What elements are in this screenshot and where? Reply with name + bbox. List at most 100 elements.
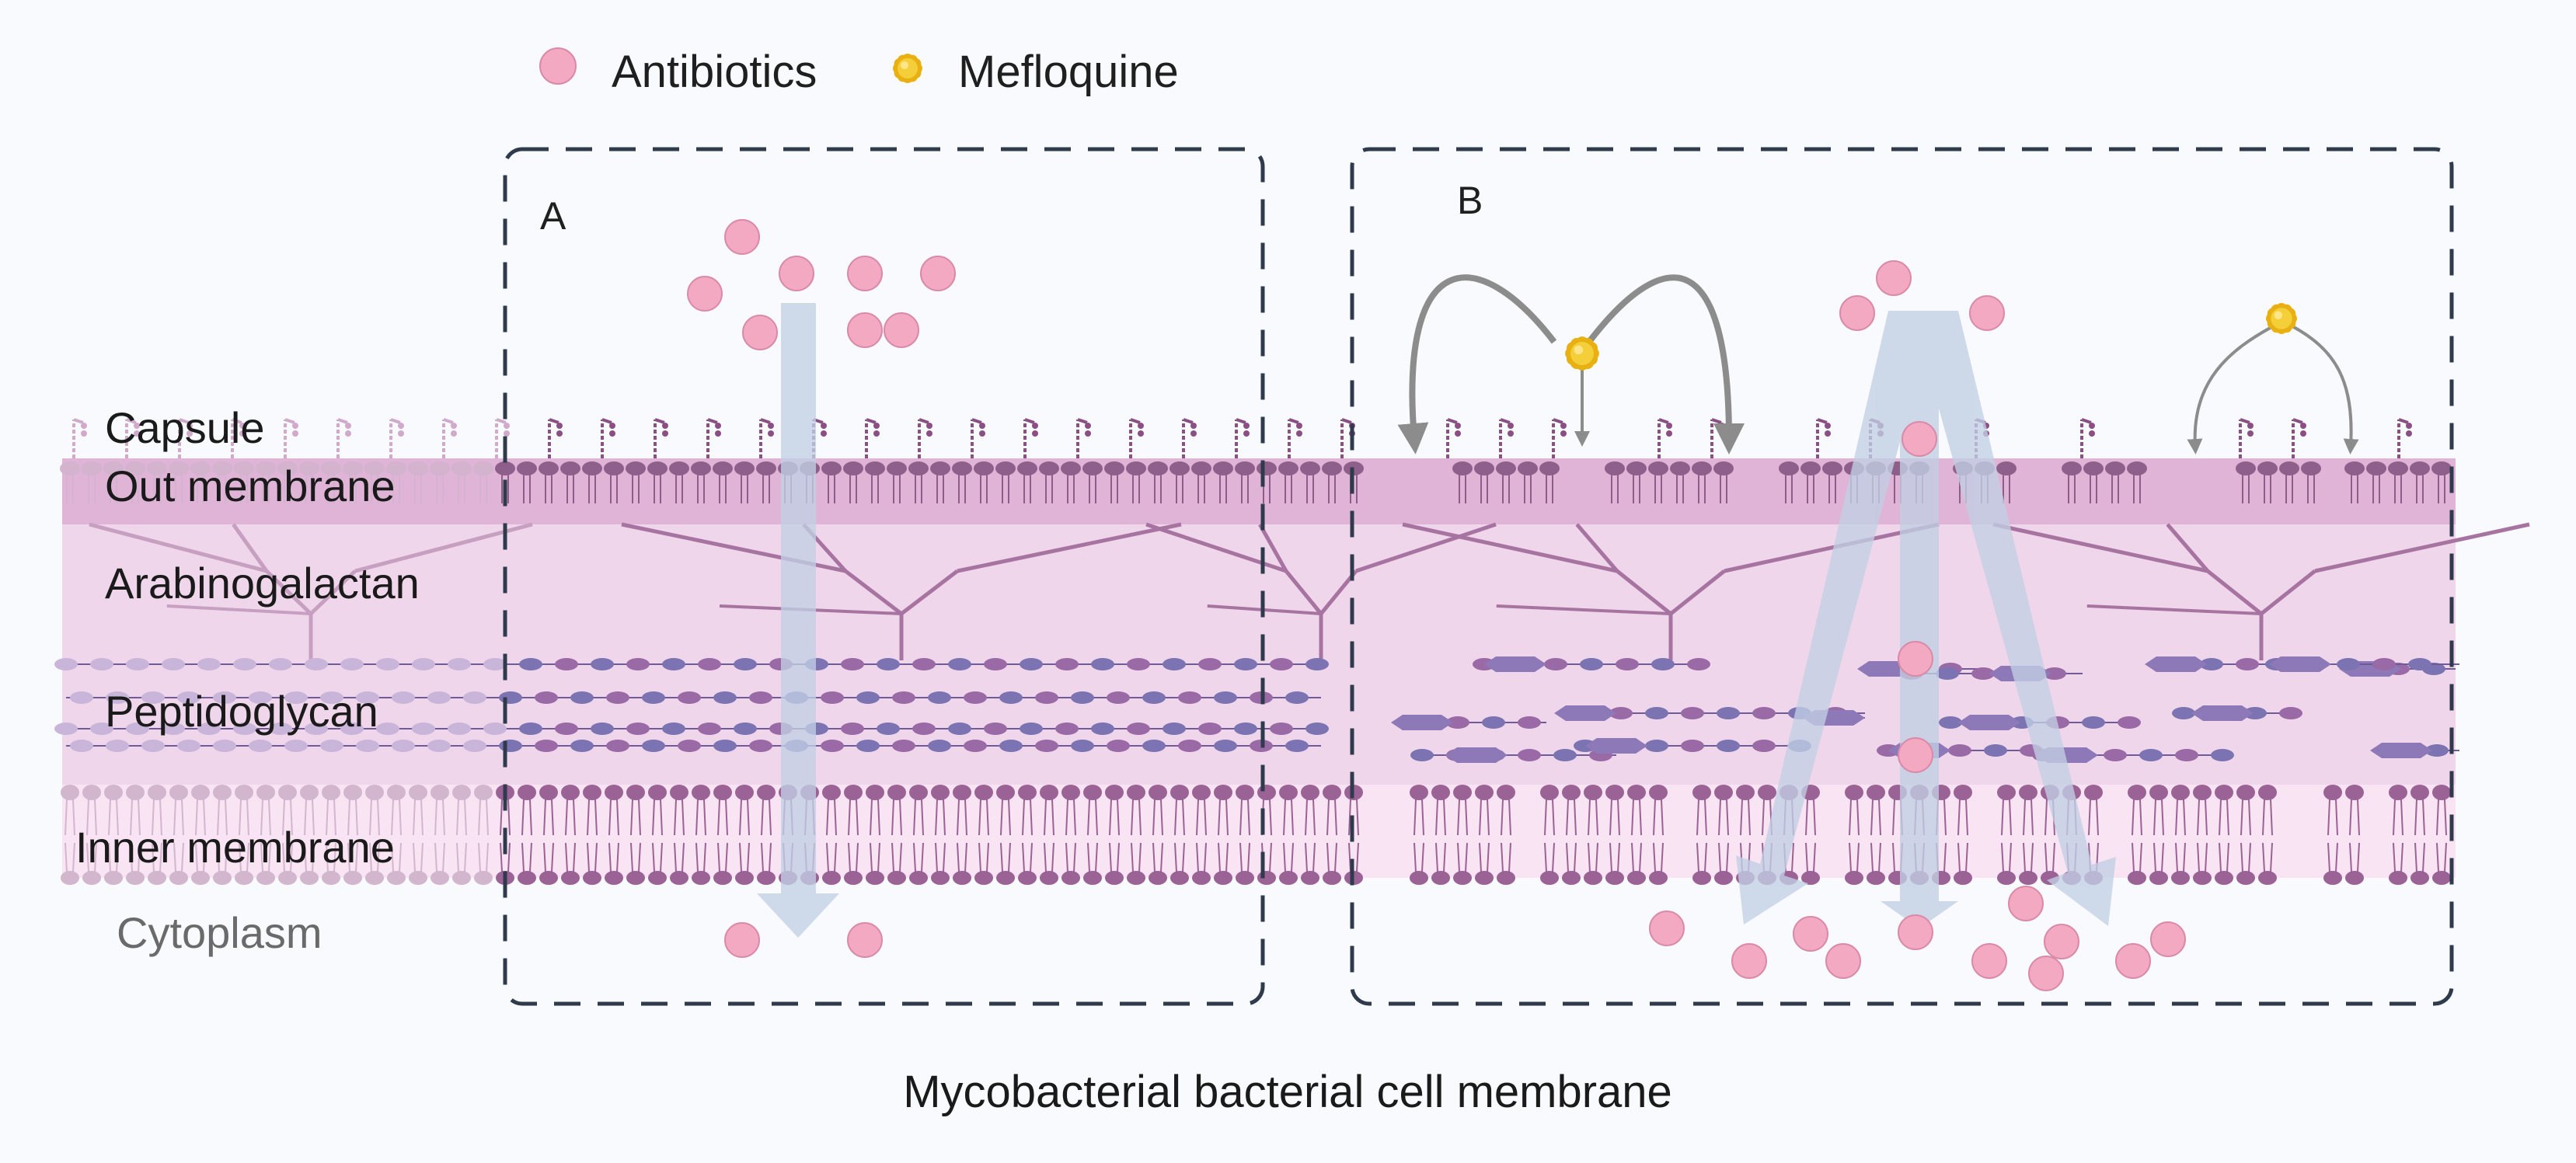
inner-lipid-tail <box>935 842 938 872</box>
inner-lipid-head-top <box>931 785 950 800</box>
pg-unit <box>912 658 936 670</box>
inner-lipid-tail <box>1566 842 1569 872</box>
pg-fragment-unit <box>1717 707 1740 719</box>
capsule-sugar <box>768 423 774 429</box>
outer-lipid-head <box>1996 461 2017 475</box>
inner-lipid-tail <box>943 842 946 872</box>
inner-lipid-tail <box>1508 799 1511 836</box>
inner-lipid-tail <box>304 842 307 872</box>
pg-unit <box>1198 723 1222 735</box>
inner-lipid-head-top <box>1845 785 1863 800</box>
pg-unit <box>964 740 987 752</box>
pg-unit <box>984 723 1007 735</box>
pg-fragment-unit <box>1518 749 1541 761</box>
inner-lipid-head-bottom <box>300 871 319 885</box>
antibiotic-particle <box>687 276 723 312</box>
inner-lipid-tail <box>94 842 97 872</box>
capsule-sugar <box>2406 423 2412 429</box>
pg-fragment-unit <box>2337 658 2360 670</box>
legend-mefloquine-label: Mefloquine <box>958 47 1179 97</box>
outer-lipid-head <box>2431 461 2452 475</box>
inner-lipid-head-bottom <box>1497 871 1515 885</box>
inner-lipid-tail <box>347 842 350 872</box>
pg-unit <box>948 723 971 735</box>
pg-unit <box>162 723 185 735</box>
inner-lipid-tail <box>943 799 946 836</box>
inner-lipid-tail <box>290 799 293 836</box>
pg-fragment-unit <box>1645 740 1668 752</box>
layer-label-arabinogalactan: Arabinogalactan <box>105 559 420 608</box>
inner-lipid-tail <box>1000 799 1003 836</box>
pg-fragment-unit <box>2043 667 2066 680</box>
inner-lipid-tail <box>2197 842 2200 872</box>
ag-branch <box>1575 523 1619 573</box>
pg-unit <box>54 723 78 735</box>
outer-lipid-head <box>103 461 124 475</box>
inner-lipid-tail <box>434 799 437 836</box>
pg-unit <box>1107 691 1130 704</box>
inner-lipid-tail <box>1283 842 1286 872</box>
inner-lipid-head-top <box>278 785 297 800</box>
mefloquine-core <box>898 58 918 78</box>
inner-lipid-tail <box>1051 799 1054 836</box>
inner-lipid-head-bottom <box>409 871 427 885</box>
inner-lipid-tail <box>1791 842 1794 872</box>
inner-lipid-tail <box>834 842 837 872</box>
inner-lipid-head-bottom <box>82 871 101 885</box>
inner-lipid-tail <box>978 842 981 872</box>
antibiotic-particle <box>920 256 956 291</box>
antibiotic-particle <box>742 315 778 350</box>
outer-lipid-head <box>1822 461 1842 475</box>
inner-lipid-tail <box>1174 799 1177 836</box>
inner-lipid-head-top <box>996 785 1015 800</box>
inner-lipid-tail <box>1805 842 1808 872</box>
peptidoglycan-chains <box>54 656 2459 763</box>
pg-unit <box>999 691 1023 704</box>
inner-lipid-head-top <box>430 785 449 800</box>
inner-lipid-tail <box>2335 842 2338 872</box>
inner-lipid-head-top <box>1867 785 1885 800</box>
inner-lipid-tail <box>1878 799 1881 836</box>
inner-lipid-tail <box>268 842 271 872</box>
pg-unit <box>1091 723 1114 735</box>
pg-unit <box>1234 658 1257 670</box>
inner-lipid-tail <box>652 799 655 836</box>
inner-lipid-tail <box>1479 842 1482 872</box>
inner-lipid-head-top <box>2258 785 2277 800</box>
inner-lipid-tail <box>1413 799 1417 836</box>
pg-fragment-unit <box>1518 716 1541 729</box>
inner-lipid-tail <box>1805 799 1808 836</box>
inner-lipid-head-top <box>82 785 101 800</box>
inner-lipid-head-bottom <box>887 871 906 885</box>
capsule-sugar <box>1296 423 1302 429</box>
inner-lipid-tail <box>355 842 358 872</box>
pg-crosslink <box>1445 747 1508 763</box>
inner-lipid-head-top <box>1061 785 1080 800</box>
inner-lipid-tail <box>695 799 699 836</box>
inner-lipid-tail <box>1544 842 1547 872</box>
inner-lipid-tail <box>826 842 829 872</box>
inner-lipid-head-top <box>2323 785 2342 800</box>
pg-unit <box>841 658 864 670</box>
capsule-branch <box>760 418 771 424</box>
outer-lipid-head <box>364 461 385 475</box>
outer-lipid-head <box>2236 461 2256 475</box>
inner-lipid-tail <box>260 842 263 872</box>
pg-crosslink <box>2145 656 2207 672</box>
pg-unit <box>233 658 256 670</box>
pg-unit <box>999 740 1023 752</box>
inner-lipid-head-top <box>605 785 623 800</box>
outer-lipid-head <box>1713 461 1734 475</box>
inner-lipid-tail <box>486 799 489 836</box>
inner-lipid-tail <box>413 842 416 872</box>
inner-lipid-head-top <box>953 785 971 800</box>
capsule-sugar <box>979 423 985 429</box>
inner-lipid-tail <box>217 799 220 836</box>
pg-fragment-unit <box>1681 740 1704 752</box>
inner-lipid-head-bottom <box>213 871 232 885</box>
capsule-branch <box>919 418 929 424</box>
inner-lipid-tail <box>2161 842 2164 872</box>
inner-lipid-tail <box>1204 799 1207 836</box>
inner-lipid-tail <box>86 842 89 872</box>
capsule-sugar <box>81 423 87 429</box>
